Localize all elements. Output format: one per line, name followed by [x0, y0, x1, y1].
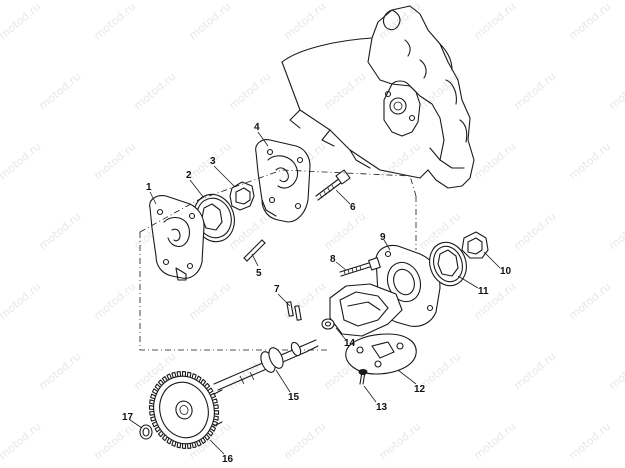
callout-16: 16 [222, 454, 234, 465]
leader-lines [129, 131, 501, 455]
part-11-outer-rotor [429, 241, 467, 287]
callout-15: 15 [288, 392, 300, 403]
callout-1: 1 [146, 182, 152, 193]
watermark-text: motod.ru [376, 140, 423, 182]
part-15-shaft [213, 339, 319, 391]
callout-4: 4 [254, 122, 260, 133]
watermark-text: motod.ru [91, 280, 138, 322]
watermark-text: motod.ru [471, 0, 518, 42]
callout-9: 9 [380, 232, 386, 243]
callout-11: 11 [478, 286, 489, 297]
watermark-text: motod.ru [511, 210, 558, 252]
watermark-text: motod.ru [281, 0, 328, 42]
part-6-screw [315, 169, 351, 201]
watermark-text: motod.ru [606, 350, 625, 392]
washer [321, 318, 335, 330]
callout-17: 17 [122, 412, 134, 423]
watermark-text: motod.ru [566, 420, 613, 462]
watermark-text: motod.ru [566, 280, 613, 322]
watermark-text: motod.ru [321, 70, 368, 112]
watermark-text: motod.ru [91, 420, 138, 462]
watermark-text: motod.ru [36, 350, 83, 392]
watermark-text: motod.ru [376, 420, 423, 462]
watermark-text: motod.ru [471, 420, 518, 462]
part-12-strainer-plate [345, 333, 417, 375]
watermark-text: motod.ru [281, 280, 328, 322]
part-10-inner-rotor [461, 231, 489, 259]
part-8-bolt [339, 257, 381, 277]
part-14-strainer-housing [329, 283, 403, 337]
callout-10: 10 [500, 266, 512, 277]
watermark-text: motod.ru [91, 140, 138, 182]
part-7-pins [286, 301, 302, 321]
watermark-text: motod.ru [511, 70, 558, 112]
watermark-text: motod.ru [321, 210, 368, 252]
part-1-pump-cover [149, 195, 205, 281]
callout-14: 14 [344, 338, 356, 349]
callout-8: 8 [330, 254, 336, 265]
watermark-text: motod.ru [281, 420, 328, 462]
watermark-text: motod.ru [91, 0, 138, 42]
watermark-text: motod.ru [566, 0, 613, 42]
watermark-text: motod.ru [36, 210, 83, 252]
assembly-guideline [139, 169, 417, 351]
watermark-text: motod.ru [186, 280, 233, 322]
part-16-gear [148, 371, 223, 449]
watermark-text: motod.ru [0, 420, 43, 462]
watermark-text: motod.ru [186, 0, 233, 42]
watermark-text: motod.ru [606, 210, 625, 252]
callout-13: 13 [376, 402, 388, 413]
part-5-dowel-pin [243, 239, 266, 262]
engine-case [281, 5, 475, 189]
callout-labels: 1 2 3 4 5 6 7 8 9 10 11 12 13 14 15 16 1… [122, 122, 512, 465]
callout-6: 6 [350, 202, 356, 213]
callout-7: 7 [274, 284, 280, 295]
part-17-circlip [139, 424, 153, 440]
watermark-text: motod.ru [511, 350, 558, 392]
callout-12: 12 [414, 384, 426, 395]
part-4-pump-body [255, 139, 311, 223]
watermark-text: motod.ru [36, 70, 83, 112]
watermark-text: motod.ru [131, 70, 178, 112]
watermark-text: motod.ru [566, 140, 613, 182]
watermark-text: motod.ru [0, 140, 43, 182]
watermark-text: motod.ru [471, 140, 518, 182]
part-3-inner-rotor [229, 181, 255, 211]
callout-5: 5 [256, 268, 262, 279]
watermark-text: motod.ru [226, 70, 273, 112]
callout-2: 2 [186, 170, 192, 181]
part-13-screw [358, 369, 368, 385]
watermark-text: motod.ru [606, 70, 625, 112]
callout-3: 3 [210, 156, 216, 167]
watermark-text: motod.ru [0, 280, 43, 322]
watermark-text: motod.ru [0, 0, 43, 42]
